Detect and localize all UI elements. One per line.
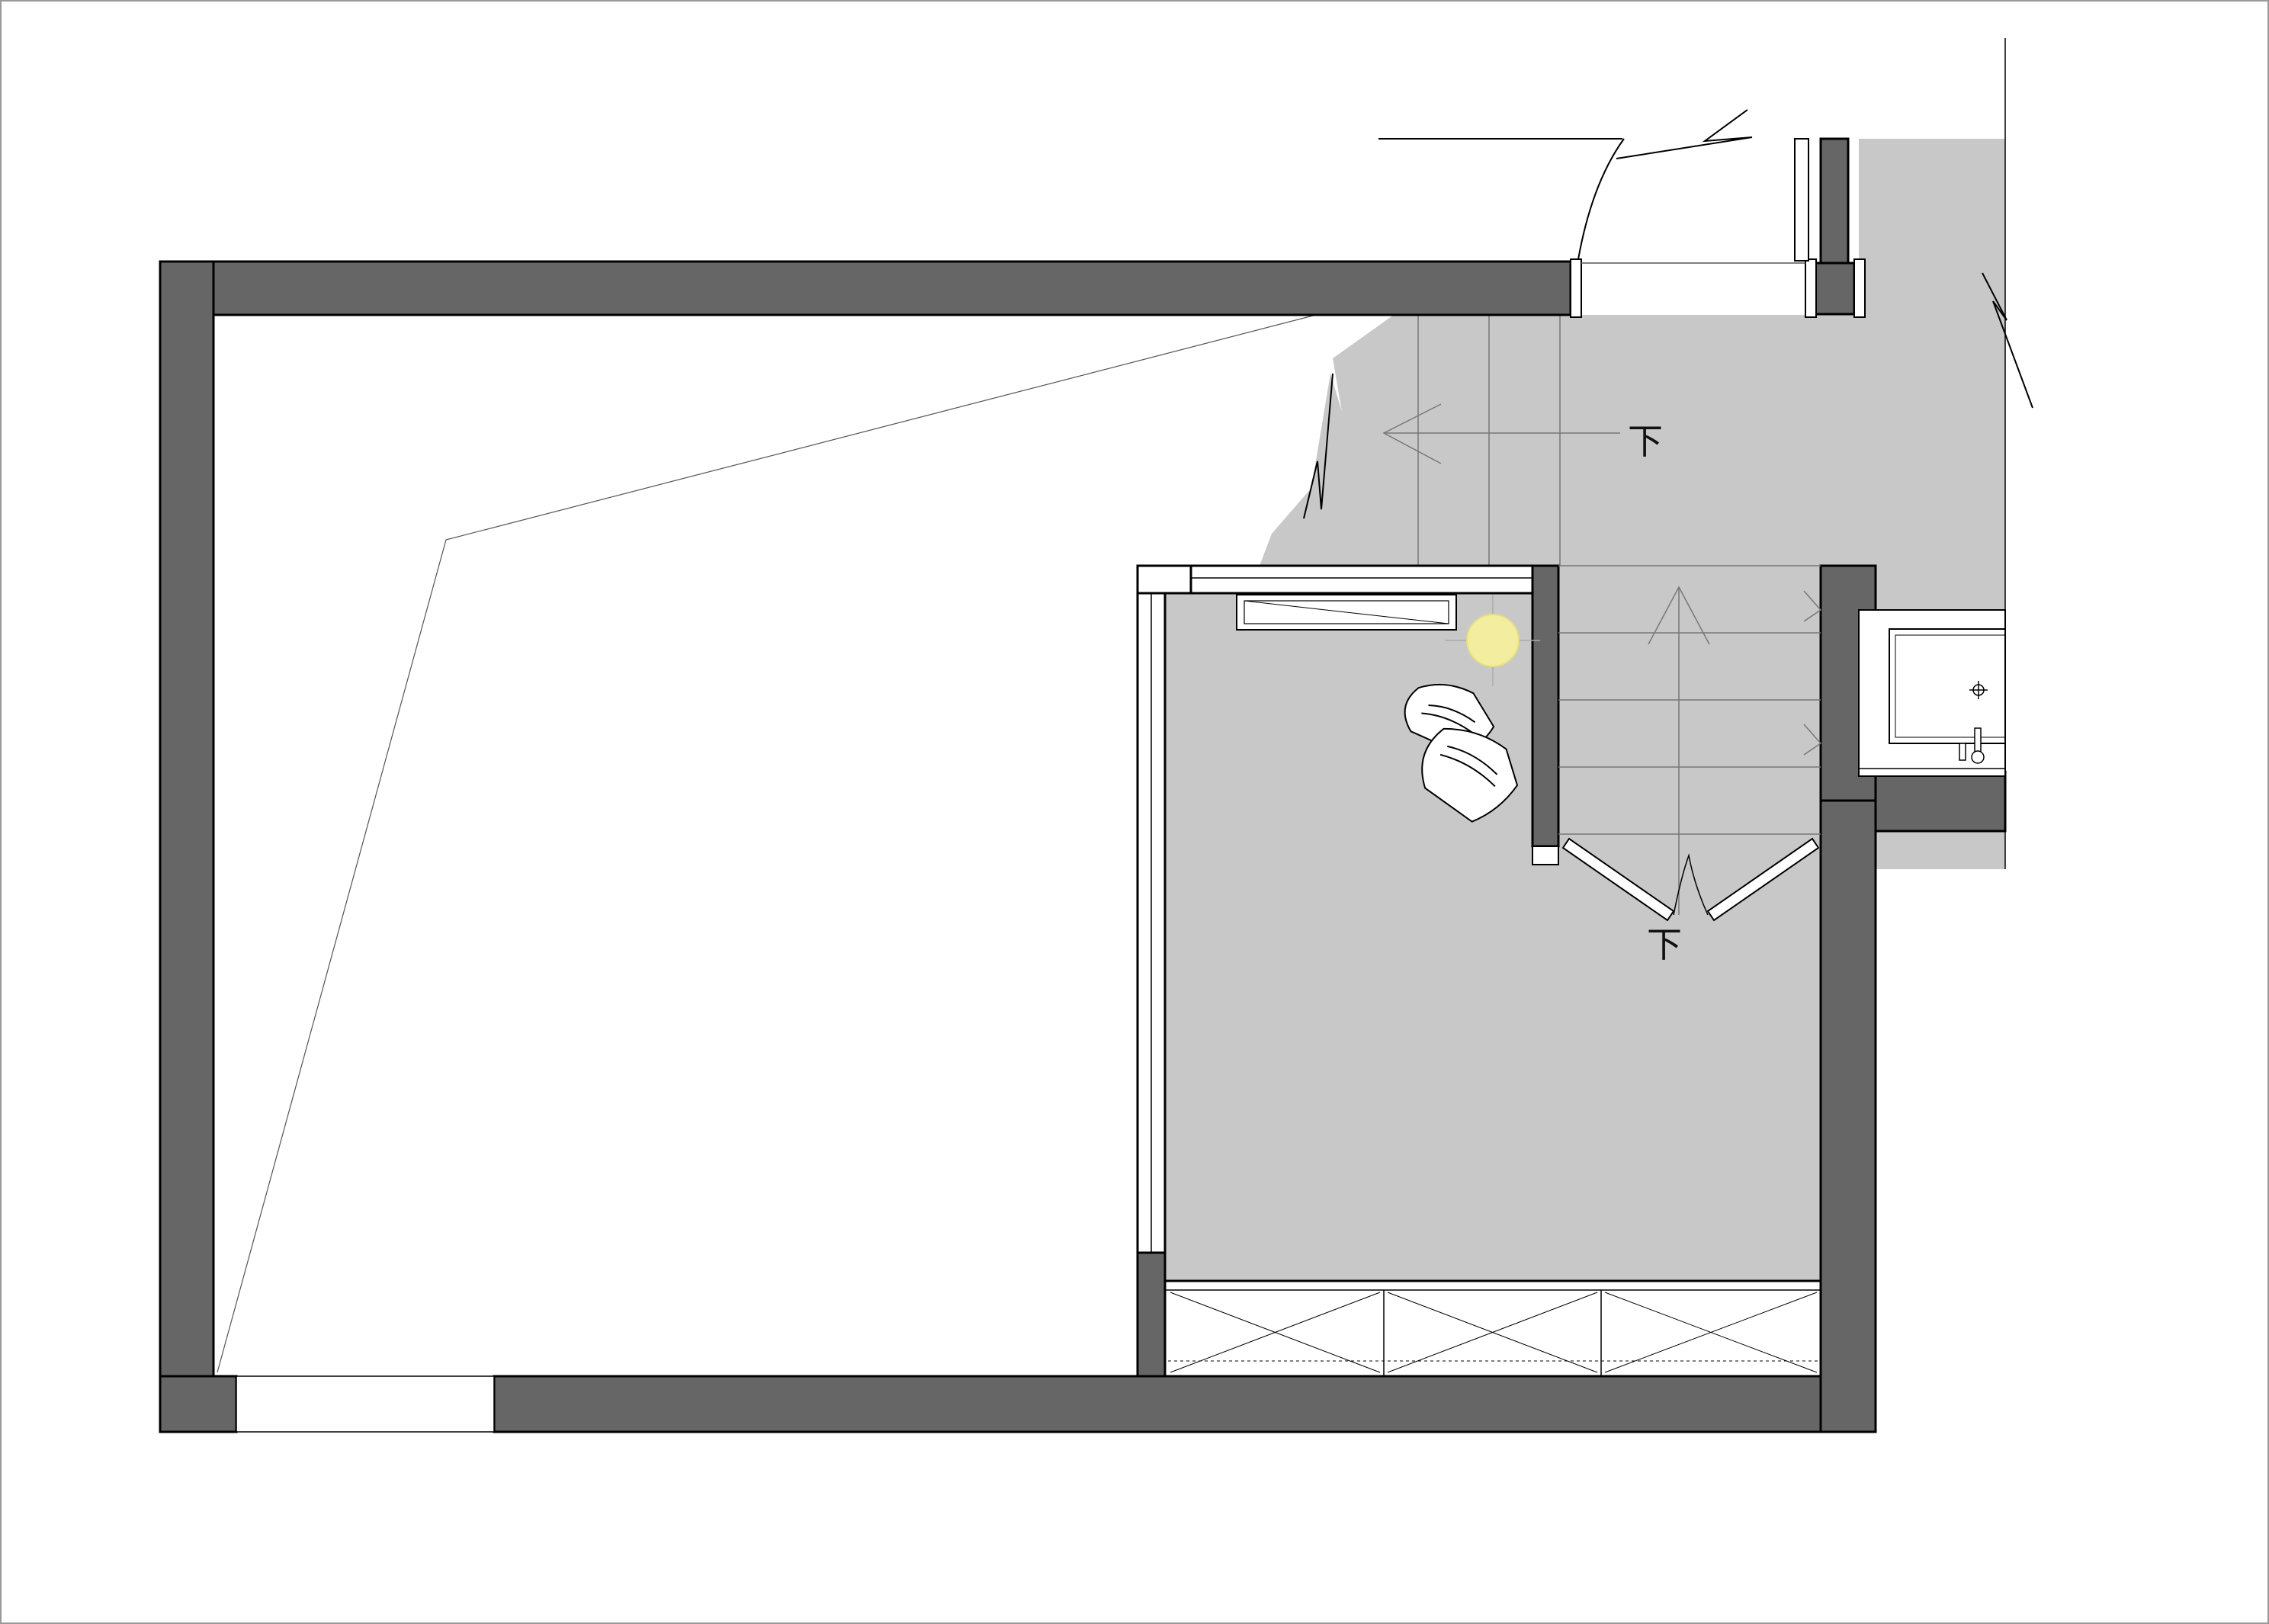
wall-top bbox=[159, 260, 1572, 316]
stair-marks-right bbox=[1803, 590, 1822, 756]
drain-icon bbox=[1969, 681, 1988, 699]
room-floor bbox=[1165, 586, 1821, 1375]
corner-column bbox=[1136, 564, 1192, 595]
door-swing-arc bbox=[1577, 138, 1625, 260]
break-line-zigzag-top bbox=[1616, 109, 1753, 159]
door-jamb-left bbox=[1570, 258, 1582, 318]
wall-left bbox=[159, 260, 215, 1433]
faucet-icon bbox=[1959, 727, 1985, 764]
upper-stair-arrow bbox=[1382, 403, 1620, 464]
wall-shelf-diag bbox=[1244, 600, 1449, 624]
ceiling-light-icon bbox=[1445, 595, 1540, 686]
wall-bottom bbox=[493, 1375, 1877, 1433]
wall-stair-divider bbox=[1531, 564, 1560, 848]
wall-room-left bbox=[1136, 1251, 1167, 1378]
wall-step bbox=[1874, 770, 2007, 833]
door-jamb-right2 bbox=[1853, 258, 1866, 318]
bottom-opening bbox=[236, 1375, 495, 1433]
column-base bbox=[1813, 262, 1856, 316]
lower-stair-treads bbox=[1558, 565, 1821, 835]
roof-outline bbox=[217, 313, 1320, 1373]
lower-stair-arrow bbox=[1648, 586, 1710, 915]
pillow-icon-2 bbox=[1421, 727, 1519, 823]
switch-box bbox=[1532, 846, 1559, 865]
upper-landing-floor bbox=[1260, 139, 2005, 869]
window-frame-top-right bbox=[1794, 138, 1809, 262]
door-jamb-right bbox=[1805, 258, 1817, 318]
wardrobe bbox=[1163, 1279, 1822, 1378]
wall-shelf-inner bbox=[1244, 600, 1449, 624]
wall-right-lower bbox=[1819, 799, 1877, 1433]
stair-down-label-upper: 下 bbox=[1628, 421, 1663, 462]
stair-down-label-lower: 下 bbox=[1647, 924, 1682, 965]
wall-bottom-stub bbox=[159, 1375, 238, 1433]
break-line-left bbox=[1303, 373, 1333, 519]
break-line-right bbox=[1982, 272, 2033, 409]
upper-stair-treads bbox=[1417, 315, 1561, 566]
bifold-door bbox=[1561, 837, 1820, 922]
window-top bbox=[1136, 564, 1534, 595]
